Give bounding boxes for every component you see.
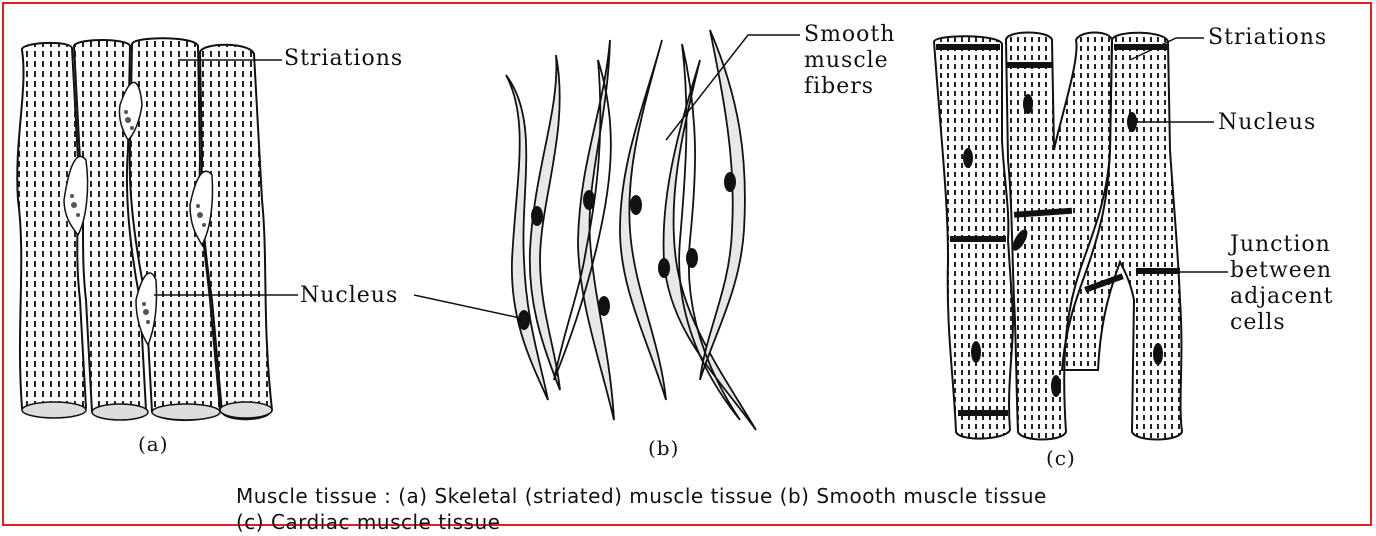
caption-line-2: (c) Cardiac muscle tissue (236, 508, 500, 536)
smooth-nucleus (658, 258, 670, 278)
intercalated-disc (950, 236, 1006, 242)
panel-label-a: (a) (138, 432, 169, 457)
leader-nucleus-b (414, 295, 520, 318)
label-striations-a: Striations (284, 46, 403, 71)
label-nucleus-a: Nucleus (300, 283, 398, 308)
panel-label-c: (c) (1046, 446, 1076, 471)
label-nucleus-c: Nucleus (1218, 110, 1316, 135)
smooth-fiber-4 (620, 40, 666, 400)
label-junction-2: between (1230, 258, 1332, 283)
cardiac-nucleus (1051, 375, 1061, 397)
label-junction-4: cells (1230, 310, 1286, 335)
label-junction-1: Junction (1230, 232, 1331, 257)
label-junction-3: adjacent (1230, 284, 1334, 309)
cardiac-muscle-fibers (934, 33, 1182, 440)
caption-line-1: Muscle tissue : (a) Skeletal (striated) … (236, 482, 1047, 510)
smooth-fiber-3 (578, 40, 614, 420)
cardiac-nucleus (1153, 343, 1163, 365)
intercalated-disc (958, 410, 1008, 416)
smooth-nucleus (598, 296, 610, 316)
smooth-fiber-6 (700, 30, 745, 380)
label-striations-c: Striations (1208, 25, 1327, 50)
smooth-nucleus (583, 190, 595, 210)
intercalated-disc (1006, 62, 1052, 68)
smooth-nucleus (686, 248, 698, 268)
intercalated-disc (1136, 268, 1180, 274)
cardiac-nucleus (971, 341, 981, 363)
panel-label-b: (b) (648, 436, 679, 461)
label-smooth-2: muscle (804, 48, 889, 73)
smooth-nucleus (518, 310, 530, 330)
label-smooth-1: Smooth (804, 22, 895, 47)
smooth-nucleus (630, 195, 642, 215)
intercalated-disc (936, 44, 1000, 50)
cardiac-nucleus (1023, 94, 1033, 114)
cardiac-nucleus (1127, 112, 1137, 132)
smooth-nucleus (531, 206, 543, 226)
label-smooth-3: fibers (804, 74, 874, 99)
skeletal-muscle-fibers (17, 38, 272, 420)
smooth-nucleus (724, 172, 736, 192)
smooth-muscle-fibers (506, 30, 756, 430)
cardiac-nucleus (963, 148, 973, 168)
